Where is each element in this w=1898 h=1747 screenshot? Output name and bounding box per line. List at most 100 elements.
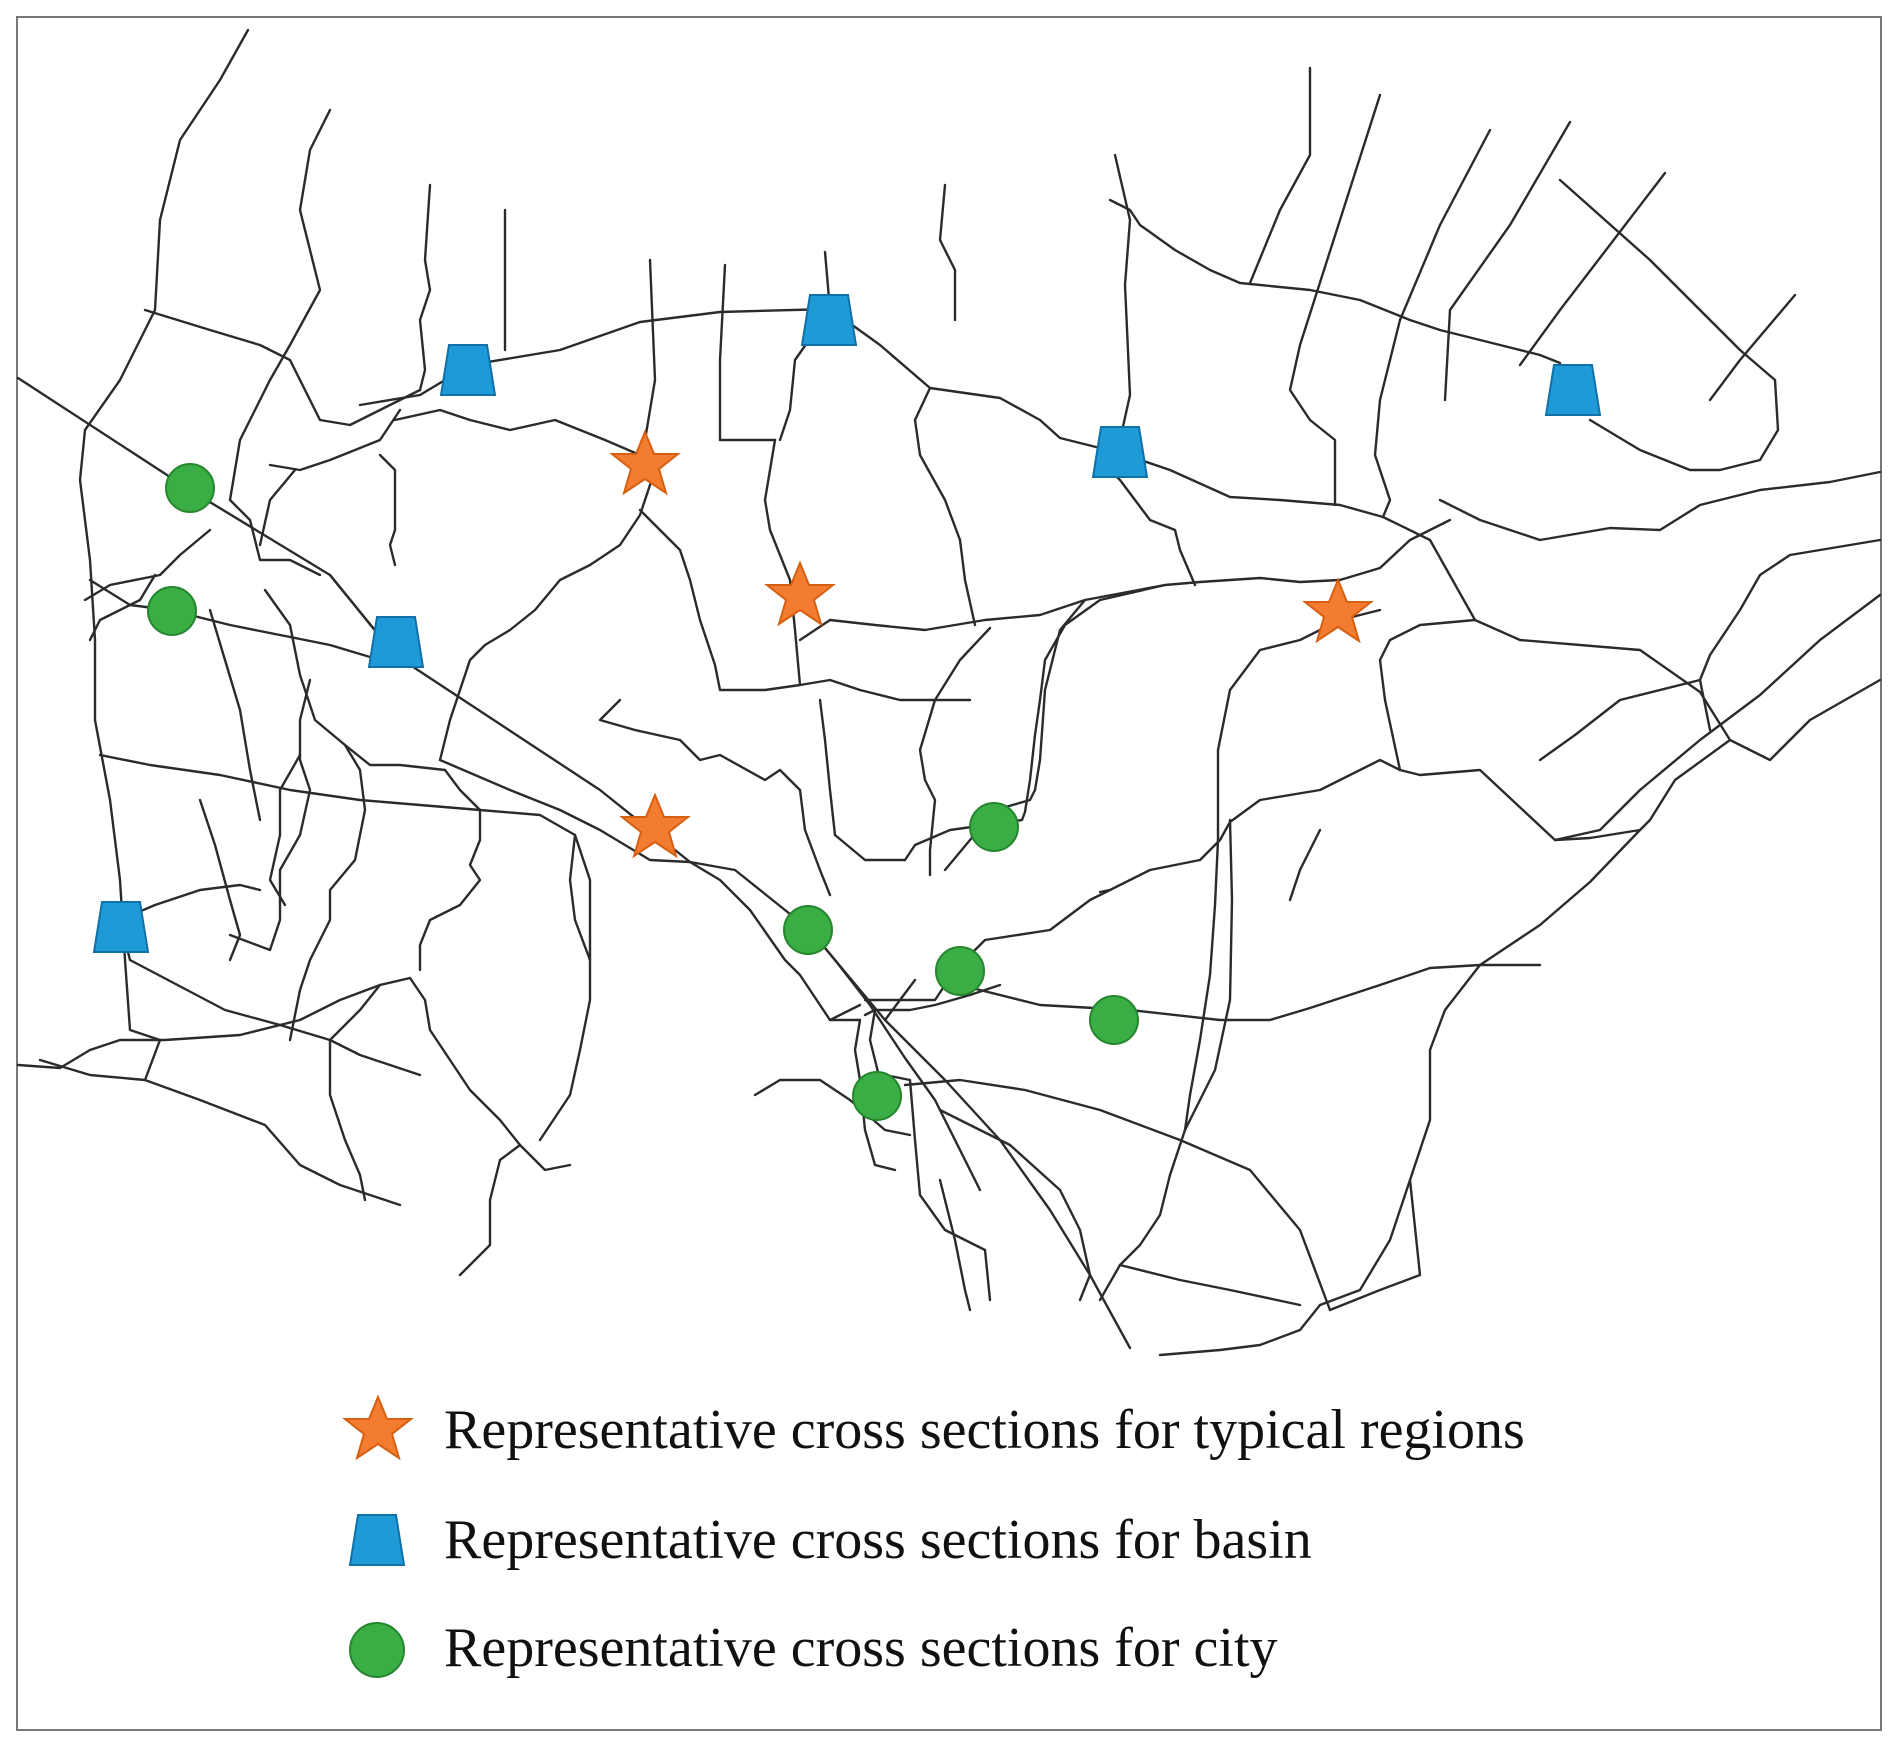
river-line	[808, 928, 982, 1192]
river-line	[1728, 678, 1882, 762]
river-line	[903, 1078, 1332, 1312]
river-line	[1113, 153, 1132, 442]
city-marker[interactable]	[147, 586, 197, 636]
river-line	[228, 108, 332, 502]
river-line	[798, 583, 1167, 642]
legend-label-basin: Representative cross sections for basin	[444, 1509, 1312, 1571]
basin-marker[interactable]	[92, 901, 150, 953]
river-line	[208, 608, 262, 822]
river-line	[378, 976, 572, 1172]
river-line	[718, 263, 727, 442]
river-line	[1288, 93, 1382, 507]
city-marker[interactable]	[165, 463, 215, 513]
typical-region-marker[interactable]	[609, 429, 681, 496]
river-line	[1553, 593, 1882, 842]
legend-label-city: Representative cross sections for city	[444, 1617, 1278, 1679]
river-line	[1698, 538, 1882, 732]
city-marker[interactable]	[935, 946, 985, 996]
river-line	[763, 438, 802, 687]
river-line	[263, 588, 447, 772]
river-line	[1518, 171, 1667, 367]
river-line	[1008, 1143, 1092, 1277]
city-marker[interactable]	[852, 1071, 902, 1121]
river-line	[538, 833, 592, 1142]
river-line	[88, 578, 382, 662]
river-line	[918, 626, 992, 877]
city-marker[interactable]	[969, 802, 1019, 852]
river-line	[38, 1058, 402, 1207]
river-line	[913, 386, 977, 627]
river-line	[1558, 178, 1780, 472]
river-line	[798, 678, 972, 702]
river-line	[1443, 120, 1572, 402]
river-line	[833, 833, 907, 862]
river-line	[1098, 838, 1220, 1302]
river-line	[1373, 128, 1492, 519]
basin-marker[interactable]	[800, 294, 858, 346]
river-line	[1078, 1273, 1092, 1302]
river-line	[938, 963, 1542, 1022]
river-line	[1378, 618, 1477, 772]
river-line	[1108, 198, 1562, 365]
city-marker[interactable]	[1089, 995, 1139, 1045]
river-line	[16, 983, 382, 1070]
river-line	[818, 698, 837, 837]
basin-marker[interactable]	[367, 616, 425, 668]
river-line	[118, 883, 262, 922]
river-line	[288, 743, 367, 1042]
typical-region-marker[interactable]	[1302, 577, 1374, 644]
river-line	[1216, 608, 1382, 842]
typical-region-marker[interactable]	[619, 792, 691, 859]
river-line	[143, 308, 422, 427]
river-line	[1118, 1263, 1302, 1307]
river-line	[118, 918, 332, 1042]
river-line	[1098, 758, 1557, 894]
river-line	[328, 1038, 422, 1077]
river-line	[418, 183, 432, 392]
river-line	[228, 678, 312, 952]
blue-trapezoid-icon	[348, 1514, 406, 1566]
river-line	[438, 468, 657, 762]
river-line	[863, 888, 1112, 1002]
river-line	[1538, 678, 1702, 762]
river-line	[1438, 470, 1882, 542]
river-line	[358, 307, 1385, 519]
river-line	[268, 753, 302, 907]
river-line	[868, 1008, 882, 1082]
river-line	[393, 408, 657, 472]
river-line	[16, 376, 1132, 1350]
river-line	[1098, 458, 1197, 587]
green-circle-icon	[349, 1622, 405, 1678]
river-line	[438, 758, 692, 864]
orange-star-icon	[342, 1394, 414, 1461]
river-line	[1183, 818, 1234, 1132]
river-line	[78, 28, 250, 1042]
river-line	[828, 1003, 862, 1022]
city-marker[interactable]	[783, 905, 833, 955]
river-line	[228, 498, 322, 577]
basin-marker[interactable]	[1544, 364, 1602, 416]
river-line	[198, 798, 242, 962]
river-line	[883, 1073, 992, 1302]
typical-region-marker[interactable]	[764, 560, 836, 627]
river-line	[1248, 66, 1312, 285]
river-line	[883, 978, 917, 1022]
basin-marker[interactable]	[439, 344, 497, 396]
river-line	[378, 453, 397, 567]
river-line	[688, 860, 862, 1022]
river-line	[1288, 828, 1322, 902]
cross-section-markers	[92, 294, 1602, 1121]
river-line	[573, 833, 592, 962]
river-line	[268, 408, 402, 472]
map-frame	[16, 16, 1882, 1731]
river-line	[83, 528, 212, 602]
river-line	[258, 468, 297, 547]
river-line	[1381, 515, 1732, 842]
river-line	[458, 1143, 522, 1277]
basin-marker[interactable]	[1091, 426, 1149, 478]
river-line	[938, 1178, 972, 1312]
river-line	[598, 698, 832, 897]
river-line	[1328, 1178, 1422, 1312]
river-line	[863, 983, 1002, 1017]
